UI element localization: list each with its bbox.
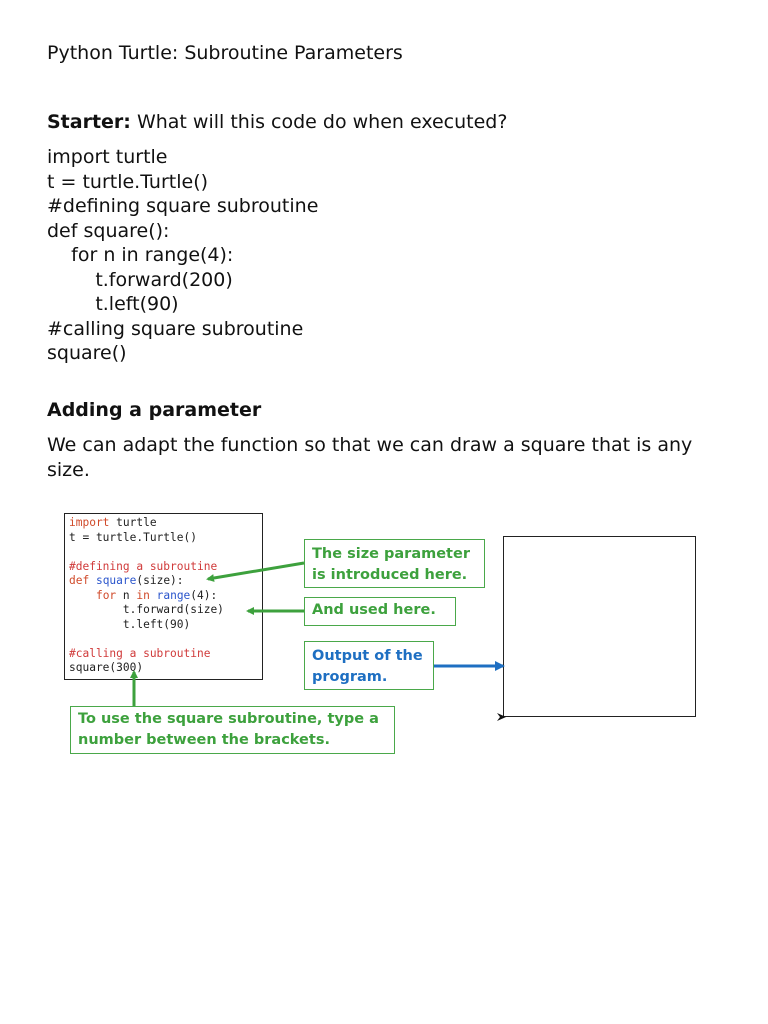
code-line: t.forward(size)	[69, 603, 224, 616]
code-screenshot: import turtle t = turtle.Turtle() #defin…	[64, 513, 263, 680]
code-line: #calling square subroutine	[47, 317, 304, 340]
code-line: def square(size):	[69, 574, 262, 589]
callout-usage: To use the square subroutine, type a num…	[70, 706, 395, 754]
section-paragraph: We can adapt the function so that we can…	[47, 434, 693, 481]
section-heading: Adding a parameter	[47, 399, 262, 421]
callout-size-parameter: The size parameter is introduced here.	[304, 539, 485, 588]
starter-code-block: import turtle t = turtle.Turtle() #defin…	[47, 145, 318, 366]
code-line: square()	[47, 342, 127, 364]
code-line: import turtle	[69, 516, 262, 531]
output-square	[503, 536, 696, 717]
callout-output: Output of the program.	[304, 641, 434, 690]
starter-label: Starter:	[47, 111, 131, 133]
code-keyword: for	[95, 588, 117, 602]
code-line: for n in range(4):	[69, 589, 262, 604]
callout-used-here: And used here.	[304, 597, 456, 626]
code-line: #defining square subroutine	[47, 195, 319, 217]
starter-question: What will this code do when executed?	[136, 111, 508, 133]
code-blank-line	[69, 545, 262, 560]
code-line: t.forward(200)	[47, 268, 233, 291]
code-line: square(300)	[69, 661, 144, 674]
code-blank-line	[69, 632, 262, 647]
code-keyword: def	[69, 574, 90, 587]
code-text: (4):	[190, 588, 218, 602]
code-function: range	[149, 588, 191, 602]
code-keyword: in	[136, 588, 150, 602]
code-line: t = turtle.Turtle()	[69, 530, 197, 544]
code-text: n	[116, 588, 137, 602]
code-line: t.left(90)	[47, 293, 179, 315]
starter-line: Starter: What will this code do when exe…	[47, 111, 507, 133]
code-function: square	[89, 574, 137, 587]
code-line: def square():	[47, 219, 170, 242]
code-comment: #calling a subroutine	[69, 646, 211, 660]
document-title: Python Turtle: Subroutine Parameters	[47, 42, 403, 64]
code-comment: #defining a subroutine	[69, 559, 218, 573]
code-text: (size):	[136, 574, 184, 587]
code-line: import turtle	[47, 146, 168, 168]
code-line: t = turtle.Turtle()	[47, 170, 209, 193]
code-keyword: import	[69, 516, 110, 529]
code-line: t.left(90)	[69, 617, 191, 631]
code-line: for n in range(4):	[47, 244, 234, 266]
code-indent	[69, 589, 96, 602]
code-text: turtle	[109, 516, 157, 529]
